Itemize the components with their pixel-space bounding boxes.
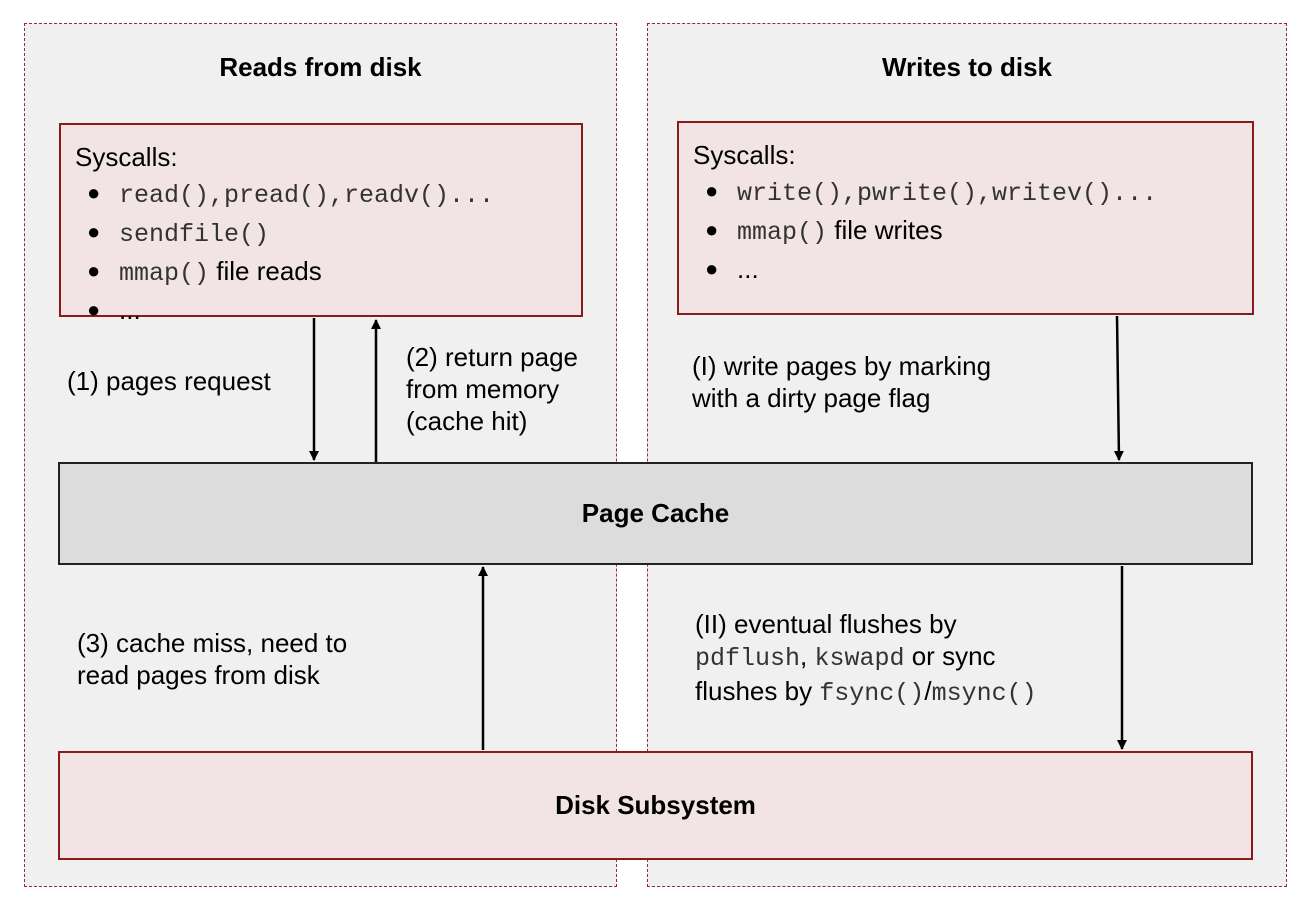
arrow-II-label: (II) eventual flushes by pdflush, kswapd…: [695, 609, 1037, 708]
list-item: write(),pwrite(),writev()...: [693, 173, 1252, 212]
arrow-1-label: (1) pages request: [67, 366, 271, 396]
write-syscalls-heading: Syscalls:: [693, 140, 796, 170]
list-item: read(),pread(),readv()...: [75, 175, 581, 214]
list-item: mmap() file writes: [693, 212, 1252, 251]
arrow-2-label: (2) return page from memory (cache hit): [406, 342, 578, 436]
read-syscalls-list: read(),pread(),readv()... sendfile() mma…: [75, 175, 581, 331]
list-item: sendfile(): [75, 214, 581, 253]
read-syscalls-box: Syscalls: read(),pread(),readv()... send…: [59, 123, 583, 328]
writes-panel-title: Writes to disk: [881, 52, 1052, 82]
disk-subsystem-box: Disk Subsystem: [58, 751, 1253, 860]
reads-panel-title: Reads from disk: [219, 52, 422, 82]
write-syscalls-box: Syscalls: write(),pwrite(),writev()... m…: [677, 121, 1254, 315]
list-item: ...: [75, 292, 581, 331]
disk-subsystem-label: Disk Subsystem: [555, 790, 756, 820]
write-syscalls-list: write(),pwrite(),writev()... mmap() file…: [693, 173, 1252, 290]
page-cache-label: Page Cache: [581, 498, 730, 528]
arrow-write-pages: [1113, 315, 1124, 461]
arrow-I-label: (I) write pages by marking with a dirty …: [692, 351, 992, 413]
list-item: mmap() file reads: [75, 253, 581, 292]
read-syscalls-heading: Syscalls:: [75, 142, 178, 172]
arrow-3-label: (3) cache miss, need to read pages from …: [77, 628, 348, 690]
page-cache-box: Page Cache: [58, 462, 1253, 565]
list-item: ...: [693, 251, 1252, 290]
